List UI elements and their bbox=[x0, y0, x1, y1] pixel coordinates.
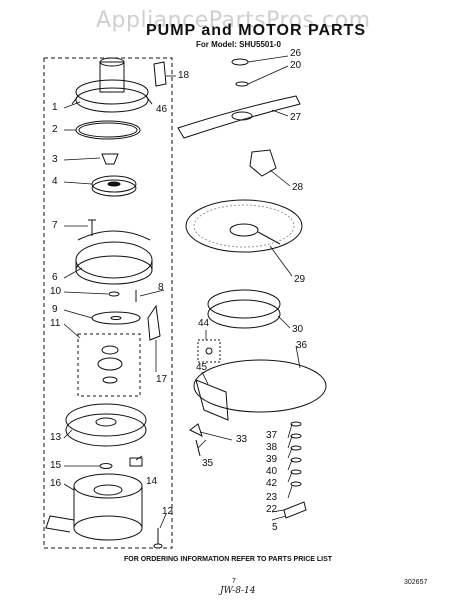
callout-2: 2 bbox=[52, 124, 58, 135]
part-valve-44 bbox=[197, 339, 221, 363]
callout-30: 30 bbox=[292, 324, 304, 335]
part-small-cap bbox=[101, 153, 119, 165]
callout-16: 16 bbox=[50, 478, 62, 489]
callout-39: 39 bbox=[266, 454, 278, 465]
page-number: 7 bbox=[232, 578, 236, 585]
callout-28: 28 bbox=[292, 182, 304, 193]
part-clip-46 bbox=[153, 61, 167, 87]
diagram-title: PUMP and MOTOR PARTS bbox=[146, 22, 367, 39]
callout-44: 44 bbox=[198, 318, 210, 329]
part-pump-cover bbox=[75, 230, 153, 285]
callout-6: 6 bbox=[52, 272, 58, 283]
part-washer-15 bbox=[99, 463, 113, 469]
part-sump-gasket bbox=[193, 359, 327, 413]
part-motor-mount bbox=[65, 403, 147, 447]
part-washer-20 bbox=[235, 81, 249, 87]
callout-45: 45 bbox=[196, 362, 208, 373]
callout-10: 10 bbox=[50, 286, 62, 297]
callout-5: 5 bbox=[272, 522, 278, 533]
part-clip-14 bbox=[129, 457, 143, 467]
callout-40: 40 bbox=[266, 466, 278, 477]
part-impeller bbox=[97, 345, 123, 384]
callout-9: 9 bbox=[52, 304, 58, 315]
callout-42: 42 bbox=[266, 478, 278, 489]
callout-23: 23 bbox=[266, 492, 278, 503]
part-drain-plug bbox=[283, 501, 307, 519]
callout-13: 13 bbox=[50, 432, 62, 443]
callout-20: 20 bbox=[290, 60, 302, 71]
handwritten-signature: JW-8-14 bbox=[220, 586, 256, 596]
part-guard-45 bbox=[195, 379, 229, 421]
part-filter-screen bbox=[185, 199, 303, 253]
callout-17: 17 bbox=[156, 374, 168, 385]
callout-36: 36 bbox=[296, 340, 308, 351]
part-motor bbox=[45, 473, 143, 541]
callout-46: 46 bbox=[156, 104, 168, 115]
callout-26: 26 bbox=[290, 48, 302, 59]
part-screw-12 bbox=[153, 528, 163, 549]
part-washer bbox=[108, 291, 120, 297]
callout-33: 33 bbox=[236, 434, 248, 445]
leader-lines bbox=[63, 55, 301, 529]
part-screw bbox=[88, 219, 96, 236]
part-deflector bbox=[249, 149, 277, 177]
part-spray-arm bbox=[177, 95, 301, 139]
callout-4: 4 bbox=[52, 176, 58, 187]
document-code: 302657 bbox=[404, 579, 428, 586]
part-seal-ring bbox=[75, 120, 141, 140]
part-stack bbox=[290, 421, 302, 487]
model-label: For Model: SHU5501-0 bbox=[196, 40, 281, 49]
callout-22: 22 bbox=[266, 504, 278, 515]
impeller-group-outline bbox=[77, 333, 141, 397]
part-cap-26 bbox=[231, 58, 249, 66]
callout-27: 27 bbox=[290, 112, 302, 123]
callout-14: 14 bbox=[146, 476, 158, 487]
callout-35: 35 bbox=[202, 458, 214, 469]
callout-8: 8 bbox=[158, 282, 164, 293]
part-pump-housing-top bbox=[71, 57, 153, 113]
callout-29: 29 bbox=[294, 274, 306, 285]
callout-12: 12 bbox=[162, 506, 174, 517]
part-bracket bbox=[147, 304, 161, 341]
part-sump-ring bbox=[207, 289, 281, 329]
callout-15: 15 bbox=[50, 460, 62, 471]
watermark: AppliancePartsPros.com bbox=[96, 8, 371, 33]
callout-37: 37 bbox=[266, 430, 278, 441]
part-gasket bbox=[91, 311, 141, 325]
part-clip-33 bbox=[189, 423, 203, 437]
ordering-note: FOR ORDERING INFORMATION REFER TO PARTS … bbox=[124, 556, 333, 563]
callout-7: 7 bbox=[52, 220, 58, 231]
callout-38: 38 bbox=[266, 442, 278, 453]
callout-1: 1 bbox=[52, 102, 58, 113]
callout-18: 18 bbox=[178, 70, 190, 81]
callout-11: 11 bbox=[50, 318, 61, 329]
part-impeller-disc bbox=[91, 175, 137, 197]
callout-3: 3 bbox=[52, 154, 58, 165]
